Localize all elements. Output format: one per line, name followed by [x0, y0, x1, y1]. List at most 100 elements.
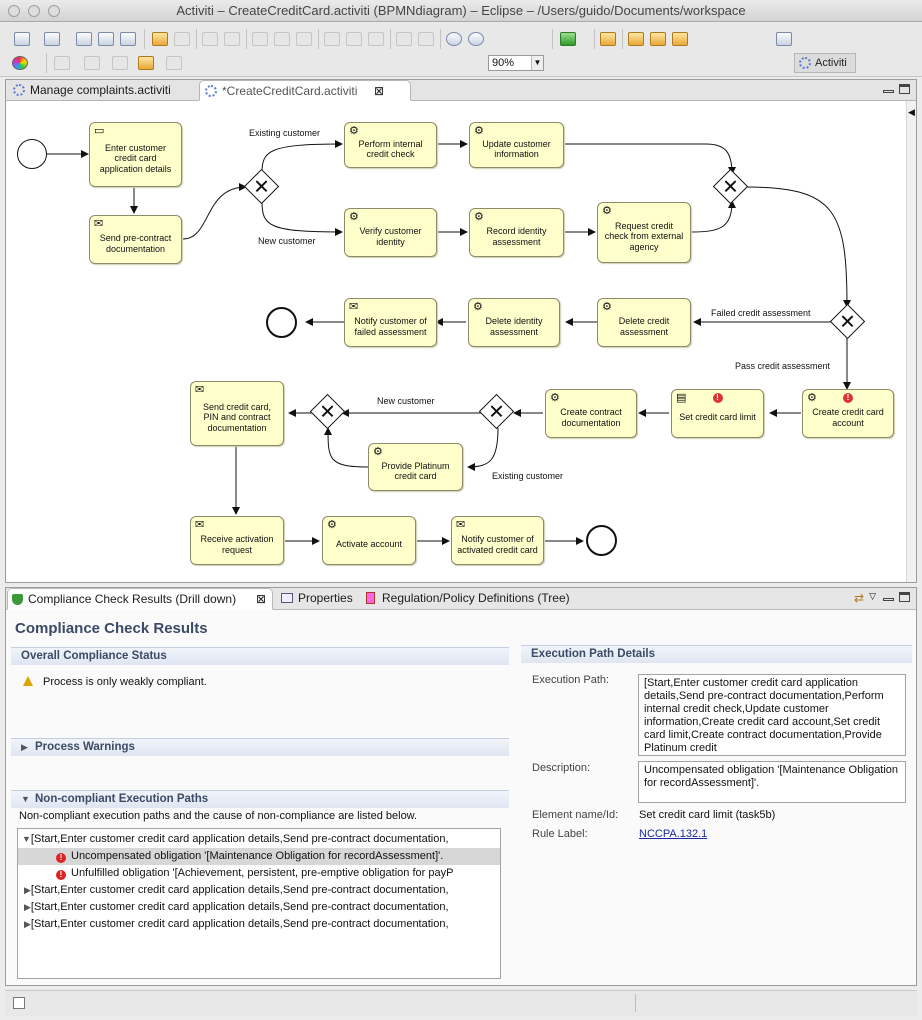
- match-height-button[interactable]: [418, 32, 434, 46]
- prev-annotation-button[interactable]: [84, 56, 100, 70]
- wand-button[interactable]: [672, 32, 688, 46]
- noncompliant-path-tree[interactable]: ▼[Start,Enter customer credit card appli…: [17, 828, 501, 979]
- close-icon[interactable]: ⊠: [373, 84, 384, 98]
- exclusive-gateway-1[interactable]: ✕: [243, 168, 280, 205]
- run-button[interactable]: [560, 32, 576, 46]
- chevron-right-icon[interactable]: ▶: [24, 902, 31, 912]
- save-all-button[interactable]: [98, 32, 114, 46]
- close-window-button[interactable]: [8, 5, 20, 17]
- view-menu-icon[interactable]: ▽: [869, 591, 876, 601]
- task-update-info[interactable]: ⚙Update customer information: [469, 122, 564, 168]
- chevron-down-icon[interactable]: ▼: [531, 56, 543, 70]
- open-resource-button[interactable]: [650, 32, 666, 46]
- task-activate-account[interactable]: ⚙Activate account: [322, 516, 416, 565]
- new-fast-view-icon[interactable]: [13, 997, 25, 1009]
- rule-label-link[interactable]: NCCPA.132.1: [639, 828, 708, 840]
- copy-button[interactable]: [202, 32, 218, 46]
- task-delete-identity[interactable]: ⚙Delete identity assessment: [468, 298, 560, 347]
- description-field[interactable]: Uncompensated obligation '[Maintenance O…: [638, 761, 906, 803]
- section-overall-status[interactable]: Overall Compliance Status: [11, 647, 509, 665]
- tree-item[interactable]: ▶[Start,Enter customer credit card appli…: [24, 899, 449, 916]
- back-button[interactable]: [138, 56, 154, 70]
- tab-regulation-definitions[interactable]: Regulation/Policy Definitions (Tree): [362, 588, 577, 610]
- forward-button[interactable]: [166, 56, 182, 70]
- chevron-right-icon[interactable]: ▶: [24, 885, 31, 895]
- chevron-left-icon[interactable]: ◀: [908, 107, 915, 117]
- end-event-activated[interactable]: [586, 525, 617, 556]
- new-file-button[interactable]: [14, 32, 30, 46]
- task-verify-identity[interactable]: ⚙Verify customer identity: [344, 208, 437, 257]
- print-button[interactable]: [120, 32, 136, 46]
- section-process-warnings[interactable]: ▶Process Warnings: [11, 738, 509, 756]
- section-noncompliant-paths[interactable]: ▼Non-compliant Execution Paths: [11, 790, 509, 808]
- tree-item[interactable]: ▶[Start,Enter customer credit card appli…: [24, 916, 449, 933]
- zoom-window-button[interactable]: [48, 5, 60, 17]
- align-middle-button[interactable]: [346, 32, 362, 46]
- task-record-identity[interactable]: ⚙Record identity assessment: [469, 208, 564, 257]
- sync-icon[interactable]: ⇄: [853, 591, 864, 605]
- task-send-precontract[interactable]: ✉Send pre-contract documentation: [89, 215, 182, 264]
- task-create-account[interactable]: ⚙!Create credit card account: [802, 389, 894, 438]
- tab-create-credit-card[interactable]: *CreateCreditCard.activiti⊠: [199, 80, 411, 101]
- open-folder-button[interactable]: [600, 32, 616, 46]
- perspective-activiti[interactable]: Activiti: [794, 53, 856, 73]
- minimize-icon[interactable]: [883, 90, 894, 93]
- tree-item[interactable]: ▶[Start,Enter customer credit card appli…: [24, 882, 449, 899]
- align-center-button[interactable]: [274, 32, 290, 46]
- task-label: Enter customer credit card application d…: [99, 142, 172, 174]
- execution-path-field[interactable]: [Start,Enter customer credit card applic…: [638, 674, 906, 756]
- match-width-button[interactable]: [396, 32, 412, 46]
- align-bottom-button[interactable]: [368, 32, 384, 46]
- tab-properties[interactable]: Properties: [278, 588, 358, 610]
- chevron-right-icon: ▶: [21, 742, 28, 752]
- exclusive-gateway-2[interactable]: ✕: [712, 168, 749, 205]
- gear-icon: ⚙: [473, 301, 483, 313]
- tab-manage-complaints[interactable]: Manage complaints.activiti: [8, 80, 194, 101]
- close-icon[interactable]: ⊠: [255, 592, 266, 606]
- zoom-combo[interactable]: 90%▼: [488, 55, 544, 71]
- tree-item-selected[interactable]: !Uncompensated obligation '[Maintenance …: [18, 848, 500, 865]
- task-set-limit[interactable]: ▤!Set credit card limit: [671, 389, 764, 438]
- end-event-failed[interactable]: [266, 307, 297, 338]
- paste-button[interactable]: [224, 32, 240, 46]
- exclusive-gateway-5[interactable]: ✕: [309, 393, 346, 430]
- open-perspective-button[interactable]: [776, 32, 792, 46]
- align-top-button[interactable]: [324, 32, 340, 46]
- last-edit-button[interactable]: [112, 56, 128, 70]
- tree-item[interactable]: ▼[Start,Enter customer credit card appli…: [22, 831, 449, 848]
- task-request-external[interactable]: ⚙Request credit check from external agen…: [597, 202, 691, 263]
- redo-button[interactable]: [174, 32, 190, 46]
- chevron-down-icon[interactable]: ▼: [22, 834, 31, 844]
- align-right-button[interactable]: [296, 32, 312, 46]
- maximize-icon[interactable]: [899, 592, 910, 602]
- task-enter-details[interactable]: ▭Enter customer credit card application …: [89, 122, 182, 187]
- next-annotation-button[interactable]: [54, 56, 70, 70]
- chevron-right-icon[interactable]: ▶: [24, 919, 31, 929]
- palette-toggle[interactable]: ◀: [906, 101, 916, 582]
- bpmn-canvas[interactable]: ✕ ✕ ✕ ✕ ✕ ▭Enter customer credit card ap…: [6, 101, 906, 582]
- color-wheel-icon[interactable]: [12, 56, 28, 70]
- start-event[interactable]: [17, 139, 47, 169]
- zoom-out-icon[interactable]: [446, 32, 462, 46]
- maximize-icon[interactable]: [899, 84, 910, 94]
- task-notify-activated[interactable]: ✉Notify customer of activated credit car…: [451, 516, 544, 565]
- exclusive-gateway-3[interactable]: ✕: [829, 303, 866, 340]
- minimize-icon[interactable]: [883, 598, 894, 601]
- open-type-button[interactable]: [628, 32, 644, 46]
- zoom-in-icon[interactable]: [468, 32, 484, 46]
- tree-item[interactable]: !Unfulfilled obligation '[Achievement, p…: [18, 865, 453, 882]
- task-delete-credit[interactable]: ⚙Delete credit assessment: [597, 298, 691, 347]
- undo-button[interactable]: [152, 32, 168, 46]
- task-provide-platinum[interactable]: ⚙Provide Platinum credit card: [368, 443, 463, 491]
- task-create-contract[interactable]: ⚙Create contract documentation: [545, 389, 637, 438]
- exclusive-gateway-4[interactable]: ✕: [478, 393, 515, 430]
- task-perform-check[interactable]: ⚙Perform internal credit check: [344, 122, 437, 168]
- task-notify-failed[interactable]: ✉Notify customer of failed assessment: [344, 298, 437, 347]
- minimize-window-button[interactable]: [28, 5, 40, 17]
- save-button[interactable]: [76, 32, 92, 46]
- align-left-button[interactable]: [252, 32, 268, 46]
- new-project-button[interactable]: [44, 32, 60, 46]
- tab-compliance-results[interactable]: Compliance Check Results (Drill down)⊠: [7, 588, 273, 610]
- task-receive-activation[interactable]: ✉Receive activation request: [190, 516, 284, 565]
- task-send-card[interactable]: ✉Send credit card, PIN and contract docu…: [190, 381, 284, 446]
